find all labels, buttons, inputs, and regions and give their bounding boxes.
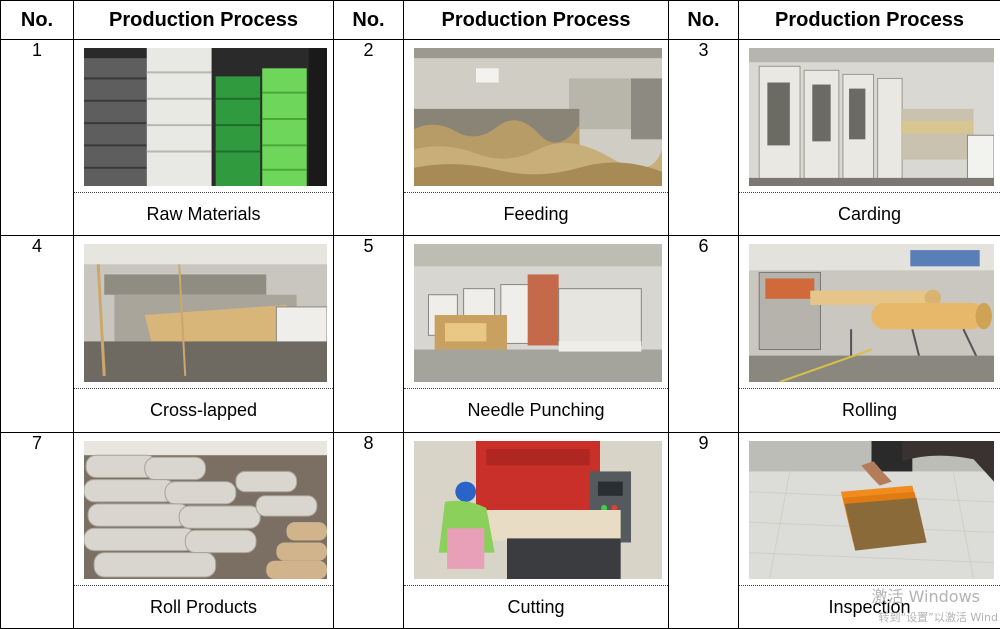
step-caption: Carding [837,204,902,224]
step-cell: Inspection [738,431,1000,629]
step-cell: Raw Materials [73,38,334,237]
step-caption: Roll Products [149,596,258,617]
step-caption: Inspection [828,596,911,617]
step-number: 7 [0,431,74,629]
carding-photo [749,48,994,186]
raw-materials-photo [84,48,327,186]
header-no-1: No. [0,0,74,40]
header-process-3: Production Process [738,0,1000,40]
step-caption: Raw Materials [146,204,261,224]
needle-punching-photo [414,244,662,383]
step-cell: Rolling [738,235,1000,433]
step-cell: Feeding [403,38,669,237]
table-row: 7 Roll Products [0,431,1000,629]
step-number: 3 [668,38,739,237]
step-number: 1 [0,38,74,237]
table-row: 1 Raw Materials 2 [0,38,1000,237]
step-number: 8 [333,431,404,629]
rolling-photo [749,244,994,383]
step-number: 4 [0,235,74,433]
inspection-photo [749,440,994,579]
step-number: 6 [668,235,739,433]
header-process-2: Production Process [403,0,669,40]
table-row: 4 Cross-lapped 5 [0,235,1000,433]
step-caption: Feeding [503,204,569,224]
step-caption: Cutting [507,596,565,617]
step-cell: Roll Products [73,431,334,629]
step-number: 9 [668,431,739,629]
cutting-photo [414,440,662,579]
step-caption: Cross-lapped [149,400,258,421]
header-no-2: No. [333,0,404,40]
feeding-photo [414,48,662,186]
header-row: No. Production Process No. Production Pr… [0,0,1000,40]
step-number: 5 [333,235,404,433]
step-caption: Needle Punching [467,400,605,421]
step-cell: Needle Punching [403,235,669,433]
roll-products-photo [84,440,327,579]
header-no-3: No. [668,0,739,40]
cross-lapped-photo [84,244,327,383]
header-process-1: Production Process [73,0,334,40]
step-cell: Cross-lapped [73,235,334,433]
step-number: 2 [333,38,404,237]
step-caption: Rolling [841,400,898,421]
step-cell: Carding [738,38,1000,237]
step-cell: Cutting [403,431,669,629]
